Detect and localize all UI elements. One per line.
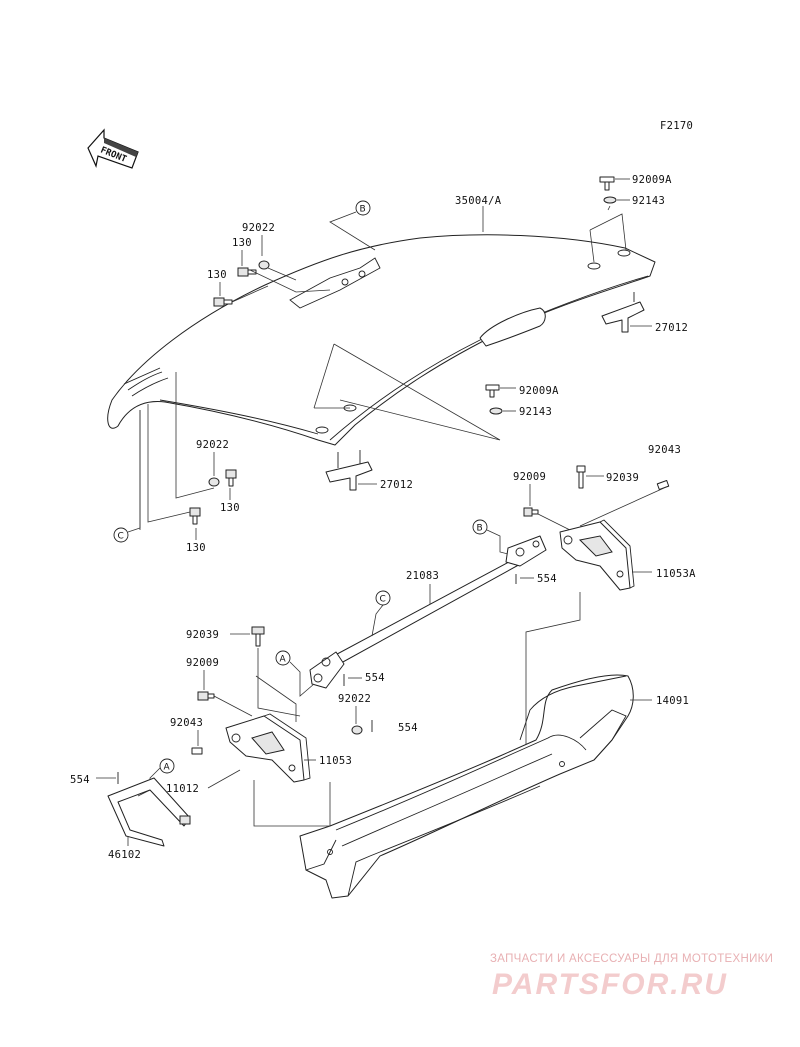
spacer-92043-left xyxy=(191,747,203,755)
label-35004a: 35004/A xyxy=(455,195,502,207)
ref-b-right xyxy=(472,519,488,535)
label-92022-top: 92022 xyxy=(242,222,275,234)
label-27012-center: 27012 xyxy=(380,479,413,491)
label-92039-left: 92039 xyxy=(186,629,219,641)
label-554-right: 554 xyxy=(537,573,557,585)
bolt-92009-left xyxy=(197,691,215,701)
front-arrow-icon: FRONT xyxy=(87,128,139,169)
diagram-code: F2170 xyxy=(660,120,693,132)
bolt-92009a-top xyxy=(599,176,615,191)
washer-92022-low xyxy=(351,725,363,735)
washer-92022-mid xyxy=(208,477,220,487)
nut-92143-top xyxy=(603,196,617,204)
label-130-d: 130 xyxy=(186,542,206,554)
ref-b-top xyxy=(355,200,371,216)
ref-a-mid-letter: A xyxy=(280,655,287,665)
label-92043-left: 92043 xyxy=(170,717,203,729)
bolt-130-c xyxy=(225,469,237,487)
ref-c-mid-letter: C xyxy=(380,595,386,605)
label-92143-top: 92143 xyxy=(632,195,665,207)
label-92009-right: 92009 xyxy=(513,471,546,483)
cover-14091 xyxy=(299,674,634,899)
nut-92143-mid xyxy=(489,407,503,415)
ref-c-left xyxy=(113,527,129,543)
spacer-92043-right xyxy=(656,479,670,491)
label-554-left: 554 xyxy=(70,774,90,786)
label-27012-right: 27012 xyxy=(655,322,688,334)
label-130-b: 130 xyxy=(207,269,227,281)
bracket-11053a xyxy=(559,519,635,591)
label-554-low: 554 xyxy=(398,722,418,734)
bolt-92009-right xyxy=(523,507,539,517)
label-92009-left: 92009 xyxy=(186,657,219,669)
ref-b-right-letter: B xyxy=(477,524,483,534)
label-92022-low: 92022 xyxy=(338,693,371,705)
rivet-92039-right xyxy=(576,465,586,489)
rivet-92039-left xyxy=(251,626,265,647)
label-11053: 11053 xyxy=(319,755,352,767)
rod-21083 xyxy=(309,535,547,689)
ref-b-top-letter: B xyxy=(360,205,366,215)
label-92009a-mid: 92009A xyxy=(519,385,559,397)
bracket-27012-center xyxy=(325,450,373,491)
label-21083: 21083 xyxy=(406,570,439,582)
label-92022-mid: 92022 xyxy=(196,439,229,451)
label-92009a-top: 92009A xyxy=(632,174,672,186)
label-46102: 46102 xyxy=(108,849,141,861)
roof-panel xyxy=(107,234,656,446)
bolt-130-b xyxy=(213,297,233,307)
bolt-130-a xyxy=(237,267,257,277)
label-92039-right: 92039 xyxy=(606,472,639,484)
watermark-tagline: ЗАПЧАСТИ И АКСЕССУАРЫ ДЛЯ МОТОТЕХНИКИ xyxy=(490,953,773,965)
label-14091: 14091 xyxy=(656,695,689,707)
bracket-27012-right xyxy=(601,292,645,333)
ref-a-low xyxy=(159,758,175,774)
handle-46102 xyxy=(107,777,191,847)
label-130-a: 130 xyxy=(232,237,252,249)
label-92143-mid: 92143 xyxy=(519,406,552,418)
bracket-11053 xyxy=(225,713,311,783)
label-130-c: 130 xyxy=(220,502,240,514)
ref-c-left-letter: C xyxy=(118,532,124,542)
label-11053a: 11053A xyxy=(656,568,696,580)
bolt-92009a-mid xyxy=(485,384,500,398)
watermark-logo: PARTSFOR.RU xyxy=(492,968,728,1001)
ref-a-low-letter: A xyxy=(164,763,171,773)
label-11012: 11012 xyxy=(166,783,199,795)
label-554-mid: 554 xyxy=(365,672,385,684)
bolt-130-d xyxy=(189,507,201,525)
label-92043-right: 92043 xyxy=(648,444,681,456)
washer-92022-top xyxy=(258,260,270,270)
ref-a-mid xyxy=(275,650,291,666)
